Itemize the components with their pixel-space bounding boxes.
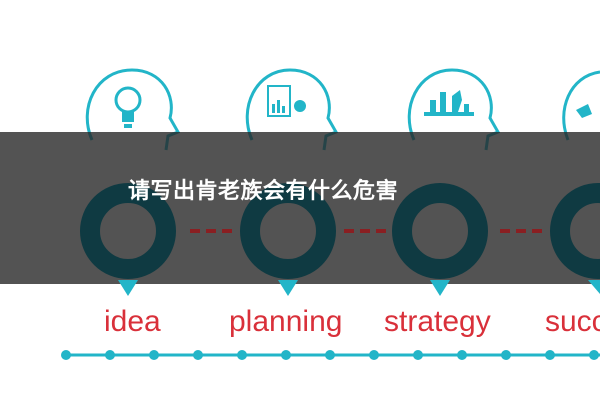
success-icon	[576, 104, 592, 118]
stage-label-idea: idea	[104, 305, 161, 338]
report-chart-icon	[267, 85, 306, 117]
page-title: 请写出肯老族会有什么危害	[128, 179, 399, 204]
stage-ring-idea	[80, 183, 176, 296]
stage-ring-strategy	[392, 183, 488, 296]
chess-pieces-icon	[424, 90, 474, 116]
stage-ring-planning	[240, 183, 336, 296]
stage-success-head	[562, 70, 600, 141]
timeline-dots	[61, 350, 599, 360]
stage-label-strategy: strategy	[384, 305, 491, 338]
stage-planning-head	[245, 68, 339, 151]
stage-ring-success	[550, 183, 600, 294]
stage-idea-head	[85, 68, 181, 151]
stage-strategy-head	[407, 68, 501, 151]
stage-label-planning: planning	[229, 305, 343, 338]
stage-label-success: succ	[545, 305, 600, 338]
timeline	[61, 350, 600, 360]
lightbulb-icon	[114, 86, 142, 128]
